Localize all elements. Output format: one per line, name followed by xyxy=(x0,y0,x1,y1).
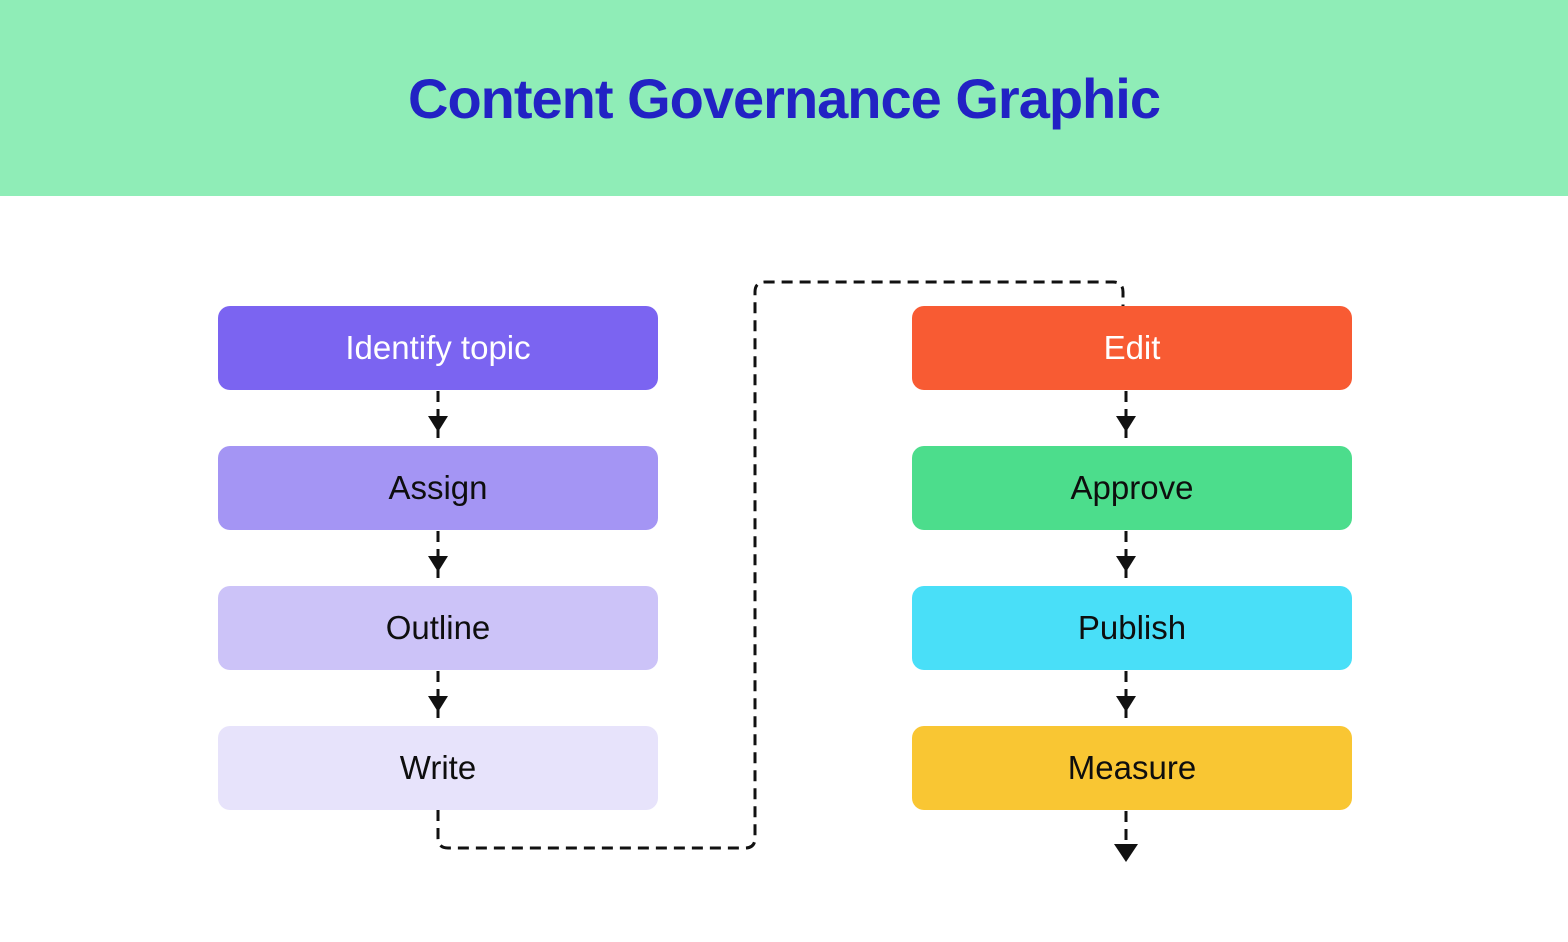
flow-step-publish: Publish xyxy=(912,586,1352,670)
page-title: Content Governance Graphic xyxy=(408,66,1161,130)
flow-step-edit: Edit xyxy=(912,306,1352,390)
flow-step-assign: Assign xyxy=(218,446,658,530)
header-band: Content Governance Graphic xyxy=(0,0,1568,196)
arrowhead-outline-to-write xyxy=(428,696,448,712)
arrowhead-assign-to-outline xyxy=(428,556,448,572)
flow-step-approve: Approve xyxy=(912,446,1352,530)
flow-step-write: Write xyxy=(218,726,658,810)
arrowhead-approve-to-publish xyxy=(1116,556,1136,572)
flow-step-identify-topic: Identify topic xyxy=(218,306,658,390)
arrowhead-publish-to-measure xyxy=(1116,696,1136,712)
arrowhead-measure-exit xyxy=(1114,844,1138,862)
arrowhead-edit-to-approve xyxy=(1116,416,1136,432)
arrowhead-identify-to-assign xyxy=(428,416,448,432)
flow-step-measure: Measure xyxy=(912,726,1352,810)
flow-step-outline: Outline xyxy=(218,586,658,670)
